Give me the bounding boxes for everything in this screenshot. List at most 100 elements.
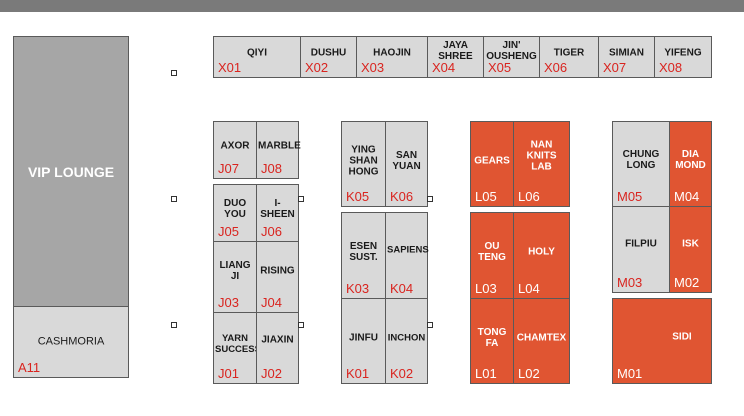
booth-code: J04	[261, 295, 282, 310]
booth-name: SIDI	[672, 331, 692, 343]
booth-j08[interactable]: MARBLE J08	[256, 121, 301, 179]
booth-x02[interactable]: DUSHU X02	[300, 36, 357, 78]
vip-lounge[interactable]: VIP LOUNGE	[13, 36, 129, 307]
booth-code: L01	[475, 366, 497, 381]
booth-code: M02	[674, 275, 700, 290]
booth-code: J01	[218, 366, 239, 381]
booth-code: J02	[261, 366, 282, 381]
booth-l05[interactable]: GEARS L05	[470, 121, 514, 207]
booth-name: DIA MOND	[675, 148, 706, 171]
booth-code: K03	[346, 281, 370, 296]
booth-name: QIYI	[246, 47, 267, 59]
booth-name: LIANG JI	[219, 260, 251, 283]
booth-name: JIAXIN	[261, 334, 294, 346]
column-marker	[427, 196, 433, 202]
booth-l01[interactable]: TONG FA L01	[470, 298, 514, 384]
booth-name: CASHMORIA	[37, 335, 105, 348]
booth-code: X01	[218, 60, 242, 75]
booth-code: L02	[518, 366, 540, 381]
booth-k05[interactable]: YING SHAN HONG K05	[341, 121, 386, 207]
booth-j04[interactable]: RISING J04	[256, 241, 299, 313]
booth-code: X07	[603, 60, 627, 75]
booth-code: J03	[218, 295, 239, 310]
booth-m04[interactable]: DIA MOND M04	[669, 121, 712, 207]
booth-name: YARN SUCCESS	[215, 332, 261, 355]
booth-code: M01	[617, 366, 643, 381]
booth-name: DUSHU	[310, 47, 347, 59]
booth-name: JINFU	[349, 332, 378, 344]
booth-name: MARBLE	[258, 140, 301, 152]
booth-name: ESEN SUST.	[349, 241, 378, 264]
column-marker	[298, 196, 304, 202]
booth-x04[interactable]: JAYA SHREE X04	[427, 36, 484, 78]
column-marker	[171, 322, 177, 328]
booth-name: FILPIU	[625, 238, 657, 250]
booth-j02[interactable]: JIAXIN J02	[256, 312, 299, 384]
booth-code: L04	[518, 281, 540, 296]
booth-code: X02	[305, 60, 329, 75]
booth-code: X03	[361, 60, 385, 75]
booth-k02[interactable]: INCHON K02	[385, 298, 428, 384]
booth-code: M03	[617, 275, 643, 290]
booth-name: JIN' OUSHENG	[486, 40, 537, 63]
booth-name: TIGER	[553, 47, 585, 59]
booth-name: SIMIAN	[609, 47, 644, 59]
booth-code: X08	[659, 60, 683, 75]
booth-name: HOLY	[528, 246, 555, 258]
booth-m01[interactable]: SIDI M01	[612, 298, 712, 384]
booth-name: ISK	[682, 238, 699, 250]
booth-name: CHAMTEX	[516, 332, 567, 344]
booth-name: DUO YOU	[223, 197, 247, 220]
booth-name: SAPIENS	[387, 244, 429, 256]
booth-k04[interactable]: SAPIENS K04	[385, 212, 429, 299]
booth-code: J06	[261, 224, 282, 239]
booth-x05[interactable]: JIN' OUSHENG X05	[483, 36, 540, 78]
booth-k03[interactable]: ESEN SUST. K03	[341, 212, 386, 299]
booth-name: AXOR	[220, 140, 250, 152]
booth-x01[interactable]: QIYI X01	[213, 36, 301, 78]
booth-k06[interactable]: SAN YUAN K06	[385, 121, 428, 207]
booth-x08[interactable]: YIFENG X08	[654, 36, 712, 78]
booth-code: K06	[390, 189, 414, 204]
booth-name: OU TENG	[478, 241, 506, 264]
booth-name: TONG FA	[477, 326, 507, 349]
booth-name: YING SHAN HONG	[348, 144, 379, 178]
booth-code: X05	[488, 60, 512, 75]
vip-lounge-label: VIP LOUNGE	[27, 163, 115, 180]
booth-l06[interactable]: NAN KNITS LAB L06	[513, 121, 570, 207]
booth-l02[interactable]: CHAMTEX L02	[513, 298, 570, 384]
booth-name: CHUNG LONG	[622, 148, 660, 171]
booth-name: I- SHEEN	[260, 197, 295, 220]
booth-code: X06	[544, 60, 568, 75]
booth-j07[interactable]: AXOR J07	[213, 121, 257, 179]
booth-x03[interactable]: HAOJIN X03	[356, 36, 428, 78]
booth-code: K04	[390, 281, 414, 296]
booth-code: K01	[346, 366, 370, 381]
booth-j06[interactable]: I- SHEEN J06	[256, 184, 299, 242]
booth-a11[interactable]: CASHMORIA A11	[13, 306, 129, 378]
booth-x07[interactable]: SIMIAN X07	[598, 36, 655, 78]
booth-code: K05	[346, 189, 370, 204]
booth-code: M05	[617, 189, 643, 204]
booth-name: INCHON	[387, 332, 426, 344]
booth-name: JAYA SHREE	[438, 40, 473, 63]
booth-m03[interactable]: FILPIU M03	[612, 206, 670, 293]
column-marker	[298, 322, 304, 328]
booth-name: RISING	[260, 265, 295, 277]
booth-l03[interactable]: OU TENG L03	[470, 212, 514, 299]
booth-m02[interactable]: ISK M02	[669, 206, 712, 293]
booth-code: J08	[261, 161, 282, 176]
booth-code: L05	[475, 189, 497, 204]
booth-x06[interactable]: TIGER X06	[539, 36, 599, 78]
booth-code: K02	[390, 366, 414, 381]
booth-name: GEARS	[474, 155, 510, 167]
booth-m05[interactable]: CHUNG LONG M05	[612, 121, 670, 207]
booth-k01[interactable]: JINFU K01	[341, 298, 386, 384]
booth-code: A11	[18, 360, 41, 375]
booth-name: NAN KNITS LAB	[526, 139, 557, 173]
booth-code: X04	[432, 60, 456, 75]
booth-j05[interactable]: DUO YOU J05	[213, 184, 257, 242]
booth-l04[interactable]: HOLY L04	[513, 212, 570, 299]
booth-j03[interactable]: LIANG JI J03	[213, 241, 257, 313]
booth-j01[interactable]: YARN SUCCESS J01	[213, 312, 261, 384]
